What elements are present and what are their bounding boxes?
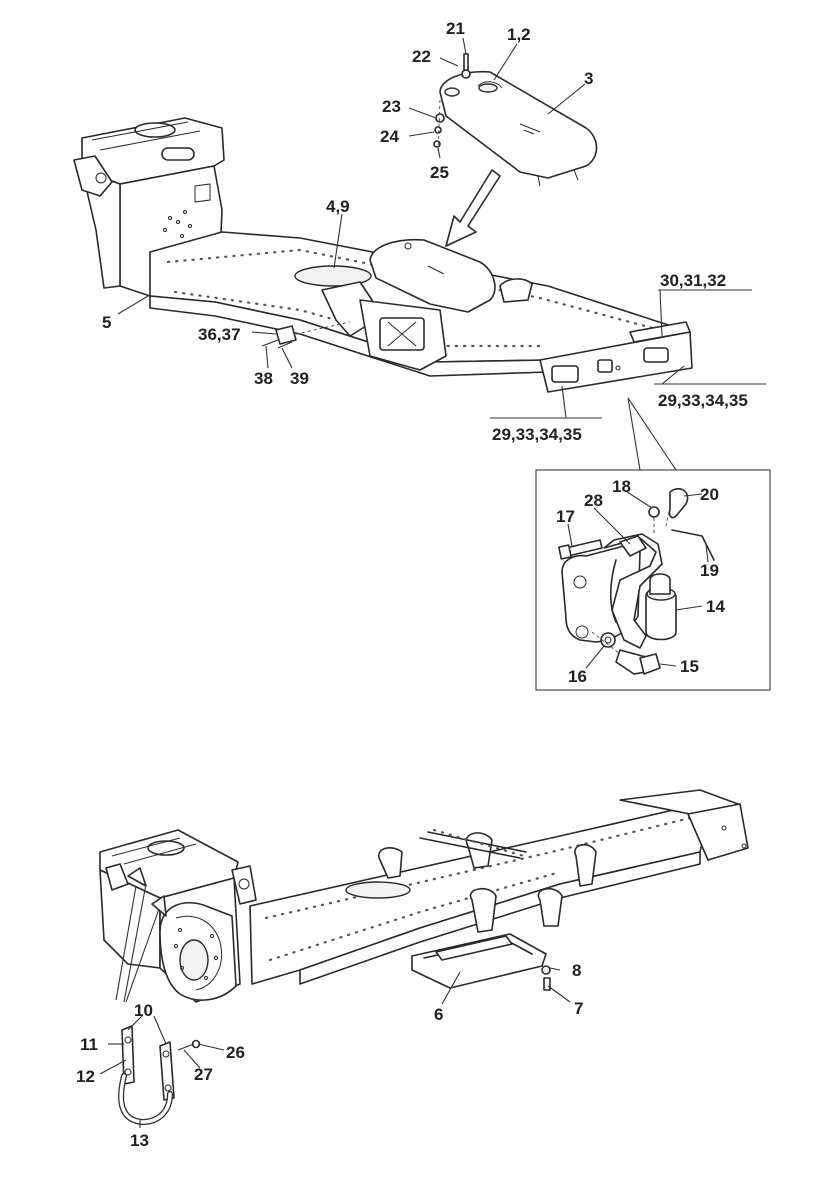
label-12: 12 bbox=[76, 1067, 95, 1086]
install-arrow bbox=[445, 169, 501, 247]
label-17: 17 bbox=[556, 507, 575, 526]
hardware-stack bbox=[433, 53, 471, 155]
label-28: 28 bbox=[584, 491, 603, 510]
label-19: 19 bbox=[700, 561, 719, 580]
label-16: 16 bbox=[568, 667, 587, 686]
label-29-33-34-35-side: 29,33,34,35 bbox=[658, 391, 748, 410]
label-25: 25 bbox=[430, 163, 449, 182]
label-8: 8 bbox=[572, 961, 581, 980]
label-3: 3 bbox=[584, 69, 593, 88]
step-plate bbox=[411, 933, 547, 989]
hitch-detail-box bbox=[535, 469, 771, 691]
lower-arrows bbox=[115, 867, 167, 1003]
label-29-33-34-35-front: 29,33,34,35 bbox=[492, 425, 582, 444]
label-15: 15 bbox=[680, 657, 699, 676]
upper-frame-assembly bbox=[73, 117, 693, 393]
lower-frame-assembly bbox=[99, 789, 749, 1003]
label-5: 5 bbox=[102, 313, 111, 332]
label-13: 13 bbox=[130, 1131, 149, 1150]
label-38: 38 bbox=[254, 369, 273, 388]
callout-labels: 21 1,2 22 3 23 24 25 4,9 5 30,31,32 36,3… bbox=[76, 19, 748, 1150]
label-21: 21 bbox=[446, 19, 465, 38]
label-27: 27 bbox=[194, 1065, 213, 1084]
label-4-9: 4,9 bbox=[326, 197, 350, 216]
lower-leaders bbox=[99, 967, 571, 1128]
label-22: 22 bbox=[412, 47, 431, 66]
detail-leaders bbox=[567, 489, 709, 669]
label-30-31-32: 30,31,32 bbox=[660, 271, 726, 290]
frame-opening bbox=[294, 265, 372, 287]
label-10: 10 bbox=[134, 1001, 153, 1020]
label-23: 23 bbox=[382, 97, 401, 116]
label-11: 11 bbox=[80, 1035, 98, 1054]
label-14: 14 bbox=[706, 597, 725, 616]
label-39: 39 bbox=[290, 369, 309, 388]
label-1-2: 1,2 bbox=[507, 25, 531, 44]
grab-handle-parts bbox=[118, 1025, 201, 1125]
label-20: 20 bbox=[700, 485, 719, 504]
clip-hardware bbox=[261, 321, 351, 349]
label-36-37: 36,37 bbox=[198, 325, 241, 344]
label-26: 26 bbox=[226, 1043, 245, 1062]
label-6: 6 bbox=[434, 1005, 443, 1024]
cover-plate-exploded bbox=[439, 70, 598, 187]
upper-leaders bbox=[117, 37, 766, 471]
label-24: 24 bbox=[380, 127, 399, 146]
installed-cover-plate bbox=[369, 238, 496, 313]
label-7: 7 bbox=[574, 999, 583, 1018]
label-18: 18 bbox=[612, 477, 631, 496]
hitch-detail bbox=[558, 488, 715, 675]
